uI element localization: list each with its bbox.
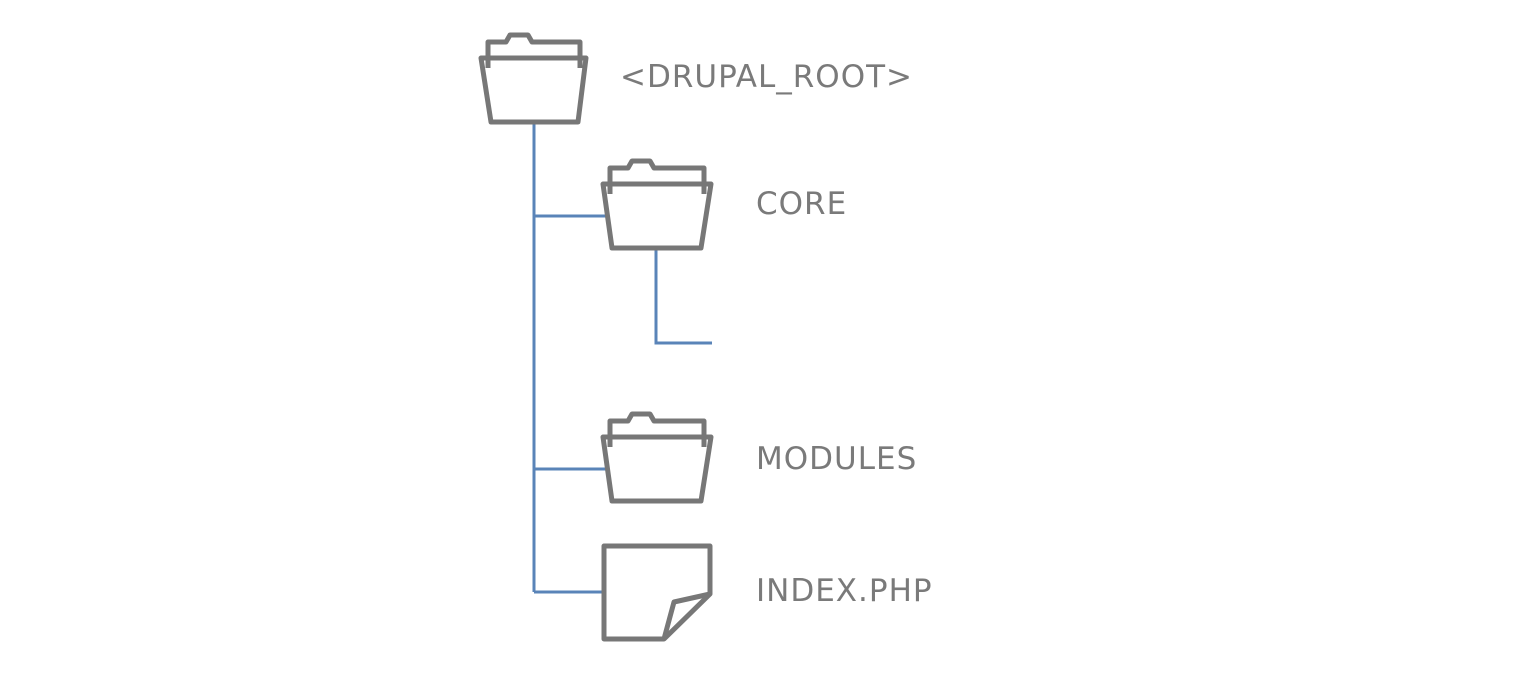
- root-folder-label: <DRUPAL_ROOT>: [620, 59, 914, 95]
- folder-icon: [478, 32, 589, 125]
- index-file-label: INDEX.PHP: [756, 573, 933, 609]
- folder-icon: [600, 411, 714, 504]
- folder-icon: [600, 158, 714, 251]
- core-folder-label: CORE: [756, 186, 848, 222]
- modules-folder-label: MODULES: [756, 441, 918, 477]
- file-icon: [601, 543, 713, 642]
- connector-core-child: [654, 250, 712, 345]
